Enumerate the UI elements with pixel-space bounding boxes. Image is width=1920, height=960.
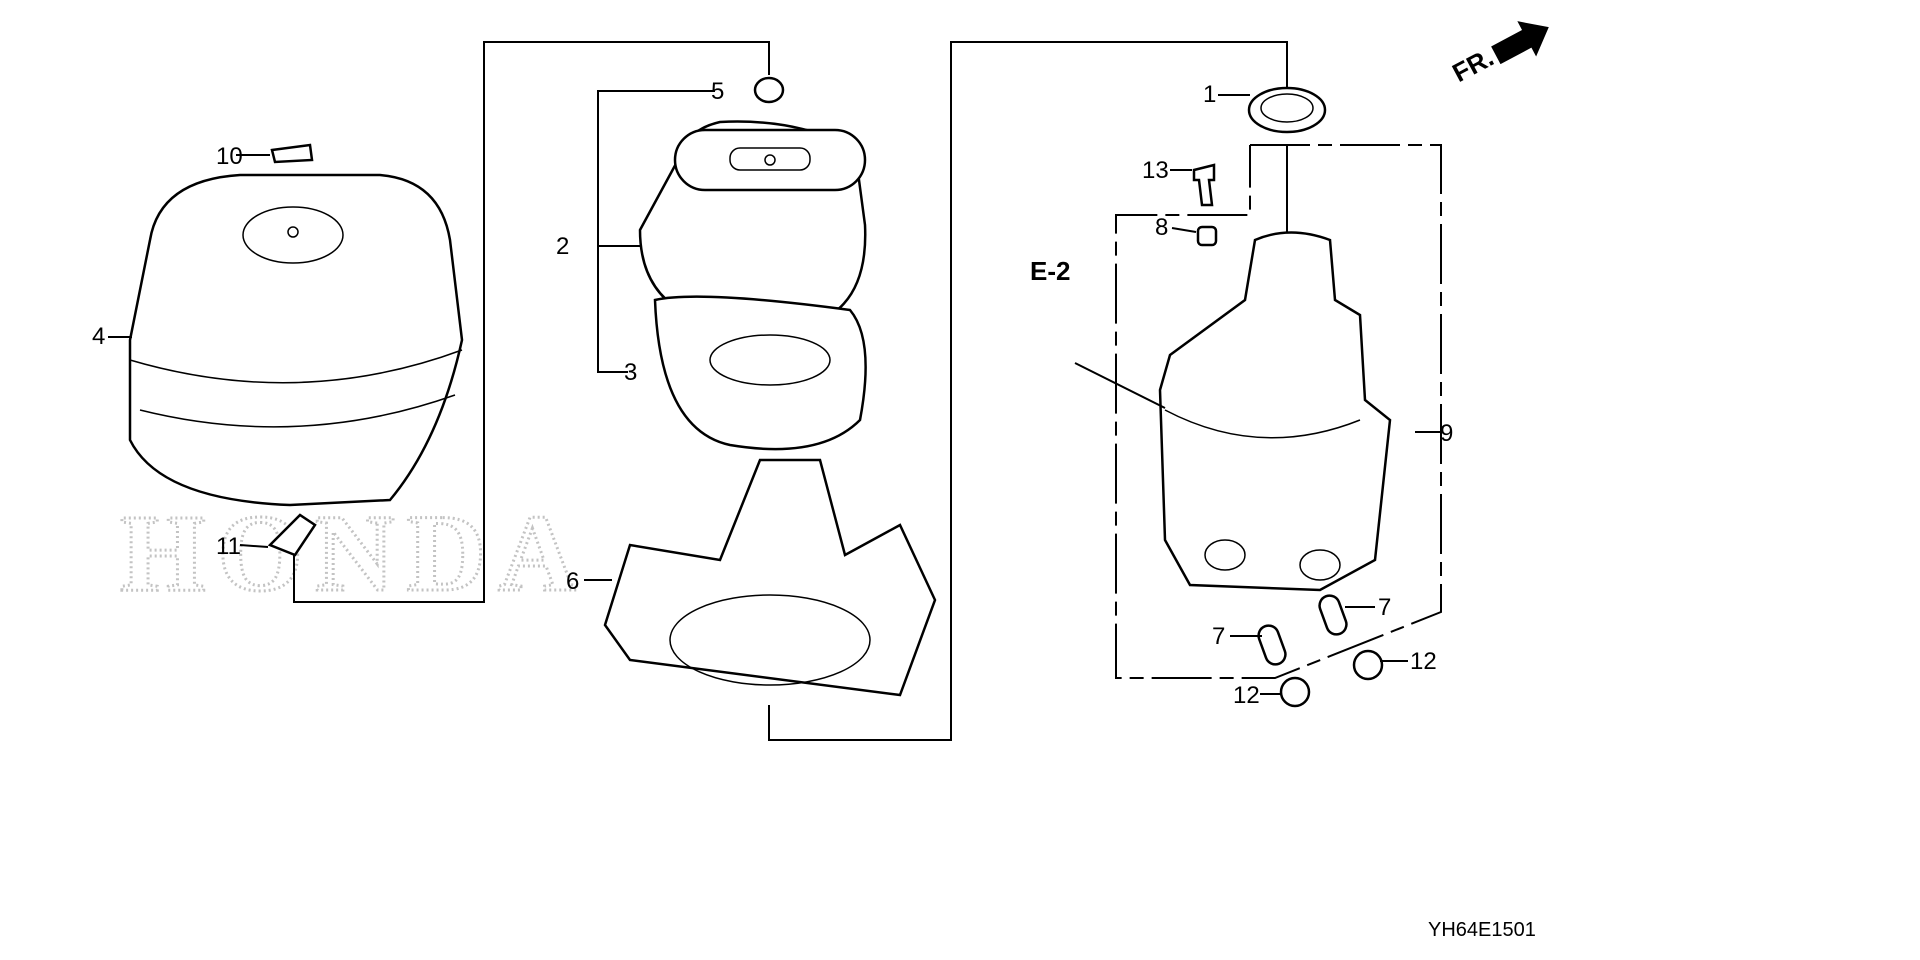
diagram-code: YH64E1501 xyxy=(1428,919,1536,941)
callout-6[interactable]: 6 xyxy=(566,568,580,595)
callout-9[interactable]: 9 xyxy=(1440,420,1454,447)
reference-label-e2[interactable]: E-2 xyxy=(1030,256,1071,286)
filter-element xyxy=(638,120,867,332)
leader-lines xyxy=(108,94,1408,695)
callout-1[interactable]: 1 xyxy=(1203,81,1217,108)
wing-nut-11 xyxy=(267,513,317,557)
collar-8 xyxy=(1196,225,1218,247)
callout-7b[interactable]: 7 xyxy=(1378,594,1392,621)
callout-10[interactable]: 10 xyxy=(216,143,243,170)
callout-11[interactable]: 11 xyxy=(216,533,241,560)
air-cleaner-case xyxy=(1158,231,1392,592)
callout-7a[interactable]: 7 xyxy=(1212,623,1226,650)
wing-nut-10 xyxy=(270,143,314,164)
front-direction-arrow-icon xyxy=(1491,21,1549,65)
callout-13[interactable]: 13 xyxy=(1142,157,1169,184)
grommet-5 xyxy=(753,76,785,104)
callout-8[interactable]: 8 xyxy=(1155,214,1169,241)
collar-7a xyxy=(1257,624,1287,666)
callout-12a[interactable]: 12 xyxy=(1410,648,1437,675)
svg-text:HONDA: HONDA xyxy=(120,492,589,614)
callout-4[interactable]: 4 xyxy=(92,323,106,350)
honda-watermark: HONDA xyxy=(119,491,589,616)
air-cleaner-cover xyxy=(128,173,464,507)
group-lines xyxy=(293,41,1442,741)
callout-3[interactable]: 3 xyxy=(624,359,638,386)
callout-2[interactable]: 2 xyxy=(556,233,570,260)
bolt-13 xyxy=(1192,163,1216,207)
nut-12a xyxy=(1279,676,1311,708)
foam-element xyxy=(653,295,867,451)
callout-5[interactable]: 5 xyxy=(711,78,725,105)
air-cleaner-base xyxy=(603,458,937,697)
seal-1 xyxy=(1247,86,1327,134)
callout-12b[interactable]: 12 xyxy=(1233,682,1260,709)
collar-7b xyxy=(1318,594,1348,636)
nut-12b xyxy=(1352,649,1384,681)
